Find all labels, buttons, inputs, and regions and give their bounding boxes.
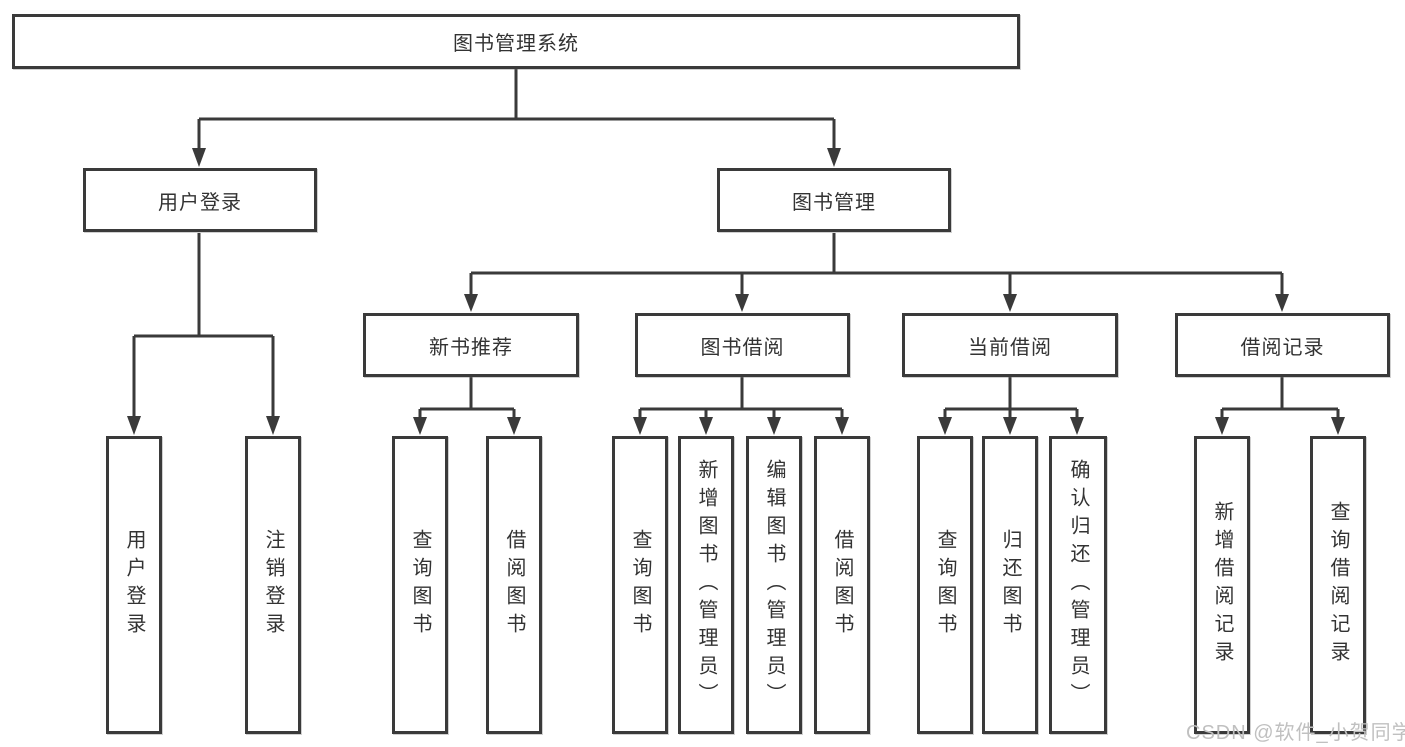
leaf-query-books-current: 查询图书	[917, 436, 973, 734]
leaf-add-borrow-record: 新增借阅记录	[1194, 436, 1250, 734]
node-book-management-label: 图书管理	[792, 191, 876, 214]
node-user-login: 用户登录	[83, 168, 317, 232]
leaf-edit-books-admin-label: 编辑图书（管理员）	[763, 459, 785, 711]
leaf-query-borrow-record: 查询借阅记录	[1310, 436, 1366, 734]
leaf-logout: 注销登录	[245, 436, 301, 734]
leaf-confirm-return-admin-label: 确认归还（管理员）	[1067, 459, 1089, 711]
node-borrowing-records-label: 借阅记录	[1240, 336, 1325, 359]
arrowheads	[127, 148, 1345, 435]
leaf-user-login-label: 用户登录	[123, 529, 145, 641]
node-root-label: 图书管理系统	[453, 33, 579, 55]
node-root: 图书管理系统	[12, 14, 1020, 69]
node-borrowing-records: 借阅记录	[1175, 313, 1390, 377]
leaf-logout-label: 注销登录	[262, 529, 284, 641]
leaf-query-books-current-label: 查询图书	[934, 529, 956, 641]
node-book-borrowing-label: 图书借阅	[700, 336, 785, 359]
leaf-add-borrow-record-label: 新增借阅记录	[1211, 501, 1233, 669]
node-new-book-recommend: 新书推荐	[363, 313, 579, 377]
leaf-return-books-label: 归还图书	[999, 529, 1021, 641]
leaf-query-borrow-record-label: 查询借阅记录	[1327, 501, 1349, 669]
leaf-edit-books-admin: 编辑图书（管理员）	[746, 436, 802, 734]
leaf-query-books-borrowing-label: 查询图书	[629, 529, 651, 641]
node-book-borrowing: 图书借阅	[635, 313, 850, 377]
leaf-query-books-recommend: 查询图书	[392, 436, 448, 734]
leaf-add-books-admin-label: 新增图书（管理员）	[695, 459, 717, 711]
node-book-management: 图书管理	[717, 168, 951, 232]
leaf-query-books-borrowing: 查询图书	[612, 436, 668, 734]
node-new-book-recommend-label: 新书推荐	[429, 336, 513, 359]
leaf-borrow-books-recommend-label: 借阅图书	[503, 529, 525, 641]
node-current-borrowing-label: 当前借阅	[968, 336, 1052, 359]
leaf-borrow-books: 借阅图书	[814, 436, 870, 734]
leaf-borrow-books-recommend: 借阅图书	[486, 436, 542, 734]
leaf-return-books: 归还图书	[982, 436, 1038, 734]
node-user-login-label: 用户登录	[158, 191, 242, 214]
leaf-user-login: 用户登录	[106, 436, 162, 734]
leaf-query-books-recommend-label: 查询图书	[409, 529, 431, 641]
csdn-watermark: CSDN @软件_小贺同学	[1186, 722, 1405, 744]
leaf-add-books-admin: 新增图书（管理员）	[678, 436, 734, 734]
leaf-borrow-books-label: 借阅图书	[831, 529, 853, 641]
node-current-borrowing: 当前借阅	[902, 313, 1118, 377]
leaf-confirm-return-admin: 确认归还（管理员）	[1049, 436, 1107, 734]
